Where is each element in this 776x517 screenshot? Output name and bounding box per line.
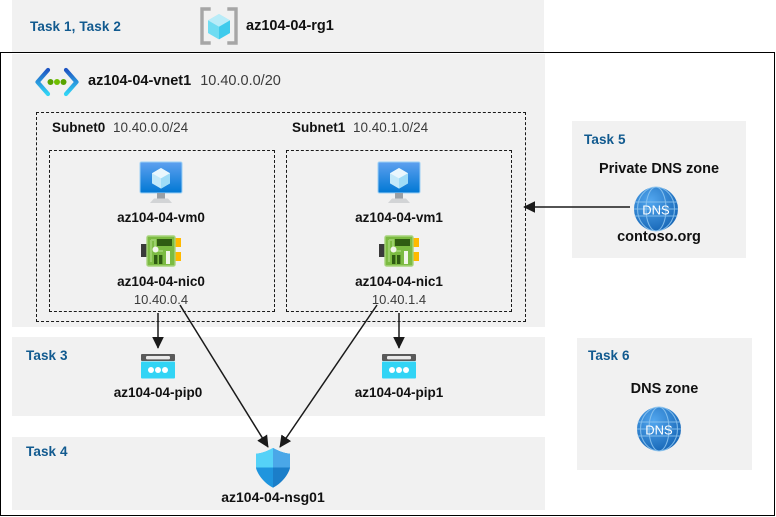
vnet-panel xyxy=(12,54,545,327)
vnet-title: az104-04-vnet1 10.40.0.0/20 xyxy=(88,73,281,89)
task6-label: Task 6 xyxy=(588,348,630,363)
network-security-group-icon xyxy=(253,446,293,490)
public-ip-address-icon xyxy=(380,352,418,382)
contoso-org-name: contoso.org xyxy=(617,229,701,245)
virtual-machine-icon xyxy=(136,160,186,206)
private-dns-zone-heading: Private DNS zone xyxy=(598,161,720,177)
network-interface-icon xyxy=(377,232,421,270)
subnet1-boundary xyxy=(286,150,512,312)
nic1-name: az104-04-nic1 xyxy=(355,274,443,289)
resource-group-name: az104-04-rg1 xyxy=(246,18,334,34)
subnet1-cidr: 10.40.1.0/24 xyxy=(353,120,429,135)
subnet0-title: Subnet0 10.40.0.0/24 xyxy=(52,120,188,135)
task1-task2-label: Task 1, Task 2 xyxy=(30,19,121,34)
subnet0-label: Subnet0 xyxy=(52,120,106,135)
vm0-name: az104-04-vm0 xyxy=(117,210,205,225)
pip1-name: az104-04-pip1 xyxy=(354,385,444,400)
task3-panel xyxy=(12,337,545,416)
task4-label: Task 4 xyxy=(26,444,68,459)
dns-zone-icon: DNS xyxy=(634,404,684,454)
nic0-ip: 10.40.0.4 xyxy=(133,292,189,307)
task5-label: Task 5 xyxy=(584,132,626,147)
nsg-name: az104-04-nsg01 xyxy=(221,489,325,505)
virtual-machine-icon xyxy=(374,160,424,206)
network-interface-icon xyxy=(139,232,183,270)
pip0-name: az104-04-pip0 xyxy=(113,385,203,400)
task1-task2-panel xyxy=(12,0,544,52)
nic1-ip: 10.40.1.4 xyxy=(371,292,427,307)
virtual-network-icon xyxy=(34,66,80,98)
subnet0-boundary xyxy=(49,150,275,312)
subnet1-label: Subnet1 xyxy=(292,120,346,135)
subnet1-title: Subnet1 10.40.1.0/24 xyxy=(292,120,428,135)
svg-text:DNS: DNS xyxy=(645,423,673,438)
vm1-name: az104-04-vm1 xyxy=(355,210,443,225)
resource-group-icon xyxy=(198,6,240,46)
subnet0-cidr: 10.40.0.0/24 xyxy=(113,120,189,135)
public-ip-address-icon xyxy=(139,352,177,382)
task3-label: Task 3 xyxy=(26,348,68,363)
nic0-name: az104-04-nic0 xyxy=(117,274,205,289)
vnet-name: az104-04-vnet1 xyxy=(88,73,192,89)
svg-text:DNS: DNS xyxy=(642,203,670,218)
dns-zone-icon: DNS xyxy=(631,184,681,234)
dns-zone-heading: DNS zone xyxy=(630,381,699,397)
vnet-cidr: 10.40.0.0/20 xyxy=(200,73,281,89)
